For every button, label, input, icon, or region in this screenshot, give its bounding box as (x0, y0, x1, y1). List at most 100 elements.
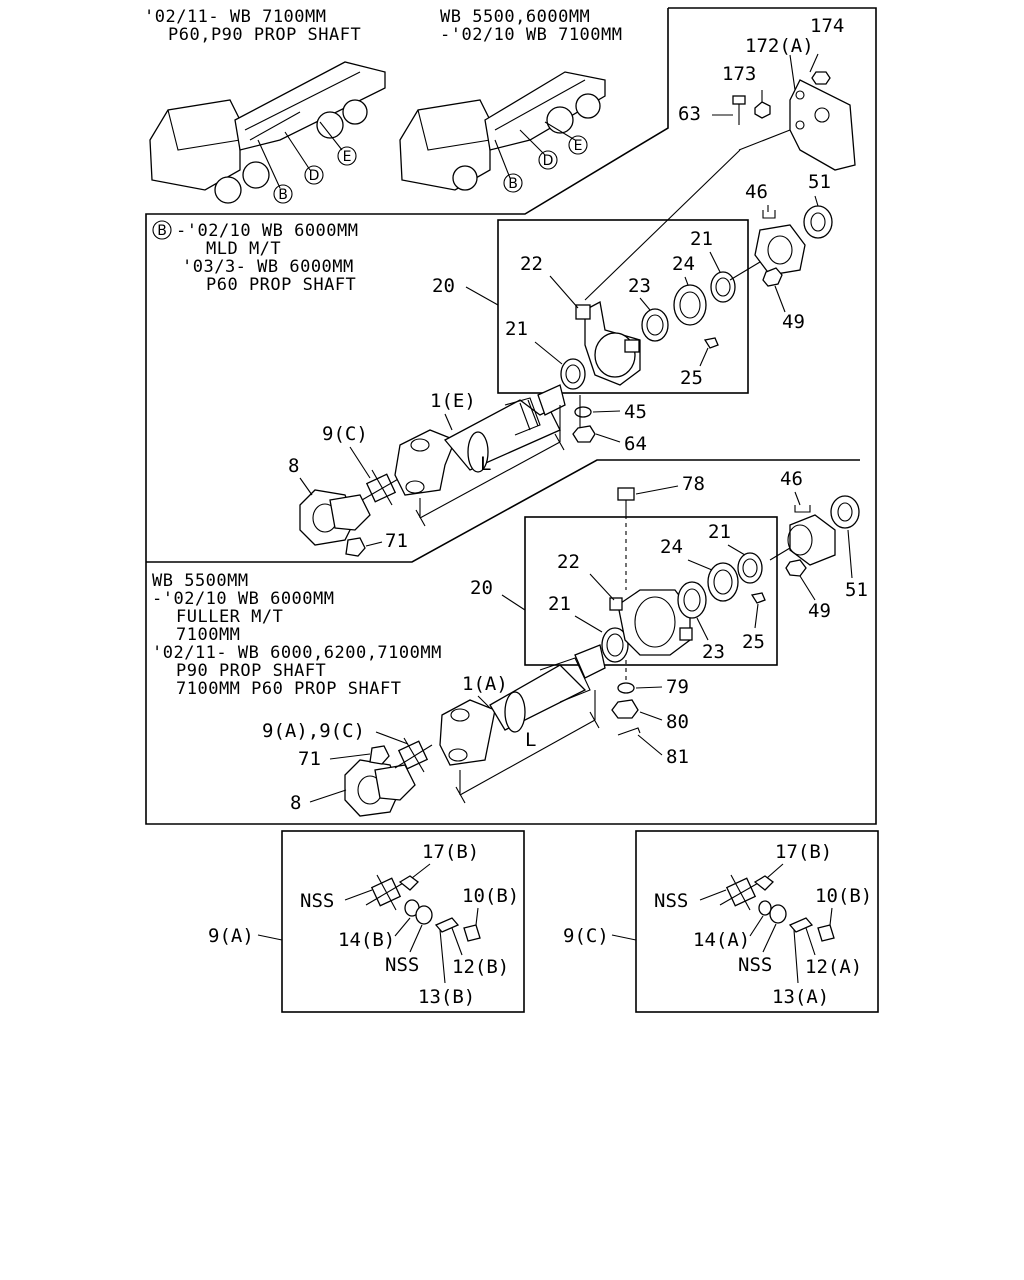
label-25-lower: 25 (742, 631, 765, 653)
section-lower-line-5: '02/11- WB 6000,6200,7100MM (152, 643, 442, 663)
label-174: 174 (810, 15, 844, 37)
label-22-lower: 22 (557, 551, 580, 573)
section-b-line-4: P60 PROP SHAFT (206, 275, 356, 295)
section-b-line-2: MLD M/T (206, 239, 281, 259)
section-lower-line-7: 7100MM P60 PROP SHAFT (176, 679, 401, 699)
label-20-lower: 20 (470, 577, 493, 599)
label-1e: 1(E) (430, 390, 476, 412)
section-b-line-1: -'02/10 WB 6000MM (176, 221, 359, 241)
truck-illustration-right: B D E (399, 71, 606, 193)
label-9a-9c: 9(A),9(C) (262, 720, 365, 742)
svg-text:E: E (574, 138, 583, 154)
label-51-lower: 51 (845, 579, 868, 601)
label-21-upper-b: 21 (505, 318, 528, 340)
caption-top-right-line-1: WB 5500,6000MM (440, 7, 590, 27)
label-21-upper-a: 21 (690, 228, 713, 250)
section-b-marker-letter: B (157, 223, 167, 239)
kit-9a-label-nss-1: NSS (300, 890, 334, 912)
kit-9a-label-13: 13(B) (418, 986, 475, 1008)
label-23-lower: 23 (702, 641, 725, 663)
label-l-upper: L (480, 453, 491, 475)
bracket-assembly: 174 172(A) 173 63 (678, 15, 856, 171)
label-49-lower: 49 (808, 600, 831, 622)
section-lower-line-4: 7100MM (176, 625, 240, 645)
main-frame (145, 7, 877, 825)
label-80: 80 (666, 711, 689, 733)
label-79: 79 (666, 676, 689, 698)
section-lower-caption: WB 5500MM -'02/10 WB 6000MM FULLER M/T 7… (152, 571, 442, 699)
section-lower-line-2: -'02/10 WB 6000MM (152, 589, 335, 609)
truck-marker-b-left: B (273, 184, 293, 204)
label-8-lower: 8 (290, 792, 301, 814)
kit-box-9c: 9(C) 17(B) NSS 10(B) 14(A) NSS 12(A) 13(… (563, 830, 879, 1013)
caption-top-left-line-2: P60,P90 PROP SHAFT (168, 25, 361, 45)
section-lower-line-6: P90 PROP SHAFT (176, 661, 326, 681)
upper-assembly-callouts: 46 51 21 20 22 24 23 49 21 25 45 64 1(E)… (288, 171, 831, 552)
truck-marker-d-left: D (304, 165, 324, 185)
kit-9c-label-nss-1: NSS (654, 890, 688, 912)
label-9c-upper: 9(C) (322, 423, 368, 445)
label-23-upper: 23 (628, 275, 651, 297)
kit-9c-label-17: 17(B) (775, 841, 832, 863)
label-25-upper: 25 (680, 367, 703, 389)
caption-top-left-line-1: '02/11- WB 7100MM (144, 7, 327, 27)
label-51-upper: 51 (808, 171, 831, 193)
section-b-line-3: '03/3- WB 6000MM (182, 257, 354, 277)
label-1a: 1(A) (462, 673, 508, 695)
label-63: 63 (678, 103, 701, 125)
lower-shaft-assembly (344, 487, 860, 817)
section-b-marker (152, 220, 172, 240)
label-46-lower: 46 (780, 468, 803, 490)
kit-9a-ref-label: 9(A) (208, 925, 254, 947)
truck-marker-e-left: E (337, 146, 357, 166)
kit-9a-label-14: 14(B) (338, 929, 395, 951)
kit-9c-ref-label: 9(C) (563, 925, 609, 947)
label-l-lower: L (525, 729, 536, 751)
kit-9c-label-nss-2: NSS (738, 954, 772, 976)
label-21-lower-b: 21 (548, 593, 571, 615)
kit-box-9a: 9(A) 17(B) NSS 10(B) 14(B) NSS 12(B) 13(… (208, 830, 525, 1013)
kit-9a-label-17: 17(B) (422, 841, 479, 863)
upper-shaft-assembly (299, 149, 833, 557)
lower-assembly-callouts: 78 46 21 24 22 20 21 51 49 25 23 79 1(A)… (262, 468, 868, 814)
kit-9c-label-13: 13(A) (772, 986, 829, 1008)
label-46-upper: 46 (745, 181, 768, 203)
kit-9c-label-12: 12(A) (805, 956, 862, 978)
caption-top-right: WB 5500,6000MM -'02/10 WB 7100MM (440, 7, 623, 45)
label-21-lower-a: 21 (708, 521, 731, 543)
label-8-upper: 8 (288, 455, 299, 477)
label-24-upper: 24 (672, 253, 695, 275)
truck-illustration-left: B D E (149, 61, 386, 204)
kit-9c-label-10: 10(B) (815, 885, 872, 907)
section-lower-line-3: FULLER M/T (176, 607, 283, 627)
label-172a: 172(A) (745, 35, 814, 57)
svg-text:B: B (508, 176, 518, 192)
truck-marker-d-right: D (538, 150, 558, 170)
section-b-caption: B -'02/10 WB 6000MM MLD M/T '03/3- WB 60… (152, 220, 359, 295)
kit-9c-label-14: 14(A) (693, 929, 750, 951)
kit-9a-label-nss-2: NSS (385, 954, 419, 976)
label-49-upper: 49 (782, 311, 805, 333)
truck-marker-e-right: E (568, 135, 588, 155)
label-45-upper: 45 (624, 401, 647, 423)
svg-text:E: E (343, 149, 352, 165)
svg-text:D: D (543, 153, 554, 169)
caption-top-right-line-2: -'02/10 WB 7100MM (440, 25, 623, 45)
svg-text:B: B (278, 187, 288, 203)
label-20-upper: 20 (432, 275, 455, 297)
label-81: 81 (666, 746, 689, 768)
label-78: 78 (682, 473, 705, 495)
label-64-upper: 64 (624, 433, 647, 455)
svg-text:D: D (309, 168, 320, 184)
section-lower-line-1: WB 5500MM (152, 571, 249, 591)
label-173: 173 (722, 63, 756, 85)
label-71-lower: 71 (298, 748, 321, 770)
label-22-upper: 22 (520, 253, 543, 275)
truck-marker-b-right: B (503, 173, 523, 193)
label-71-upper: 71 (385, 530, 408, 552)
kit-9a-label-10: 10(B) (462, 885, 519, 907)
caption-top-left: '02/11- WB 7100MM P60,P90 PROP SHAFT (144, 7, 361, 45)
kit-9a-label-12: 12(B) (452, 956, 509, 978)
label-24-lower: 24 (660, 536, 683, 558)
